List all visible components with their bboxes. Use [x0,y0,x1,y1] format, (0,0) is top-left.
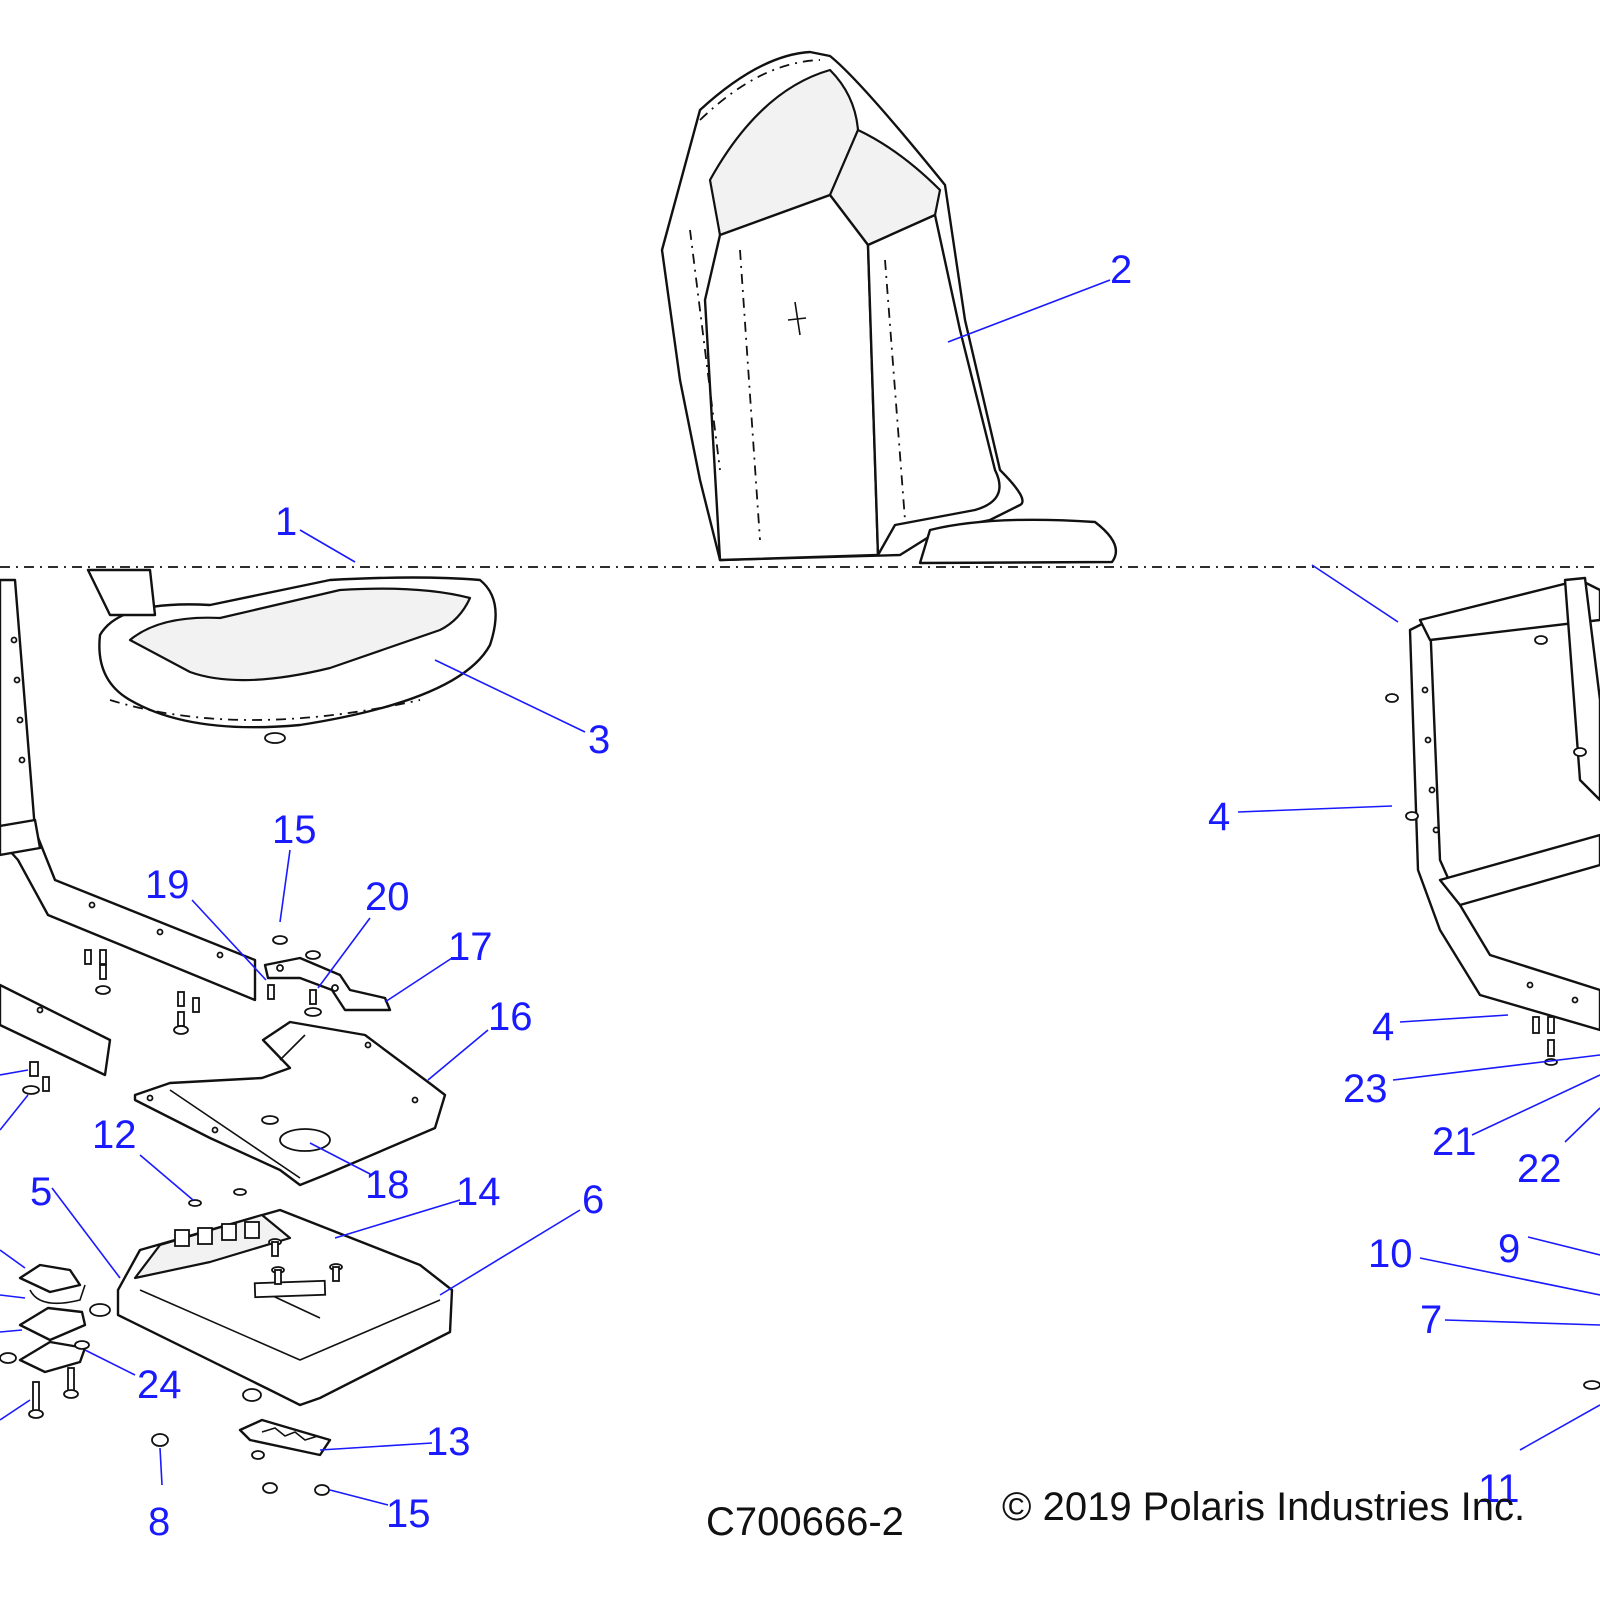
seat-mount-plate [133,1020,447,1187]
callout-15-upper: 15 [272,808,317,852]
callout-10: 10 [1368,1232,1413,1276]
drawing-number: C700666-2 [706,1500,904,1544]
callout-24: 24 [137,1363,182,1407]
callout-5: 5 [30,1170,52,1214]
callout-19: 19 [145,863,190,907]
callout-21: 21 [1432,1120,1477,1164]
callout-11: 11 [1478,1467,1520,1511]
copyright-notice: © 2019 Polaris Industries Inc. [1002,1485,1525,1529]
callout-1: 1 [275,500,297,544]
callout-22: 22 [1517,1147,1562,1191]
seat-base [116,1208,454,1407]
left-seat-frame [0,578,257,1077]
callout-14: 14 [456,1170,501,1214]
callout-17: 17 [448,925,493,969]
seat-cushion [86,568,497,744]
callout-8: 8 [148,1500,170,1544]
callout-3: 3 [588,718,610,762]
callout-6: 6 [582,1178,604,1222]
seat-bracket [263,956,392,1012]
callout-9: 9 [1498,1227,1520,1271]
callout-4-upper: 4 [1208,795,1230,839]
callout-2: 2 [1110,248,1132,292]
callout-labels: 1 2 3 4 4 5 6 7 8 9 10 11 12 13 14 15 15… [30,248,1562,1544]
callout-18: 18 [365,1163,410,1207]
callout-7: 7 [1420,1298,1442,1342]
hardware-left [0,935,332,1496]
callout-20: 20 [365,875,410,919]
leader-lines [0,279,1600,1506]
right-seat-frame [1385,576,1600,1390]
callout-16: 16 [488,995,533,1039]
callout-4-lower: 4 [1372,1005,1394,1049]
callout-15-lower: 15 [386,1492,431,1536]
callout-12: 12 [92,1113,137,1157]
callout-23: 23 [1343,1067,1388,1111]
callout-13: 13 [426,1420,471,1464]
seat-back [660,50,1118,565]
